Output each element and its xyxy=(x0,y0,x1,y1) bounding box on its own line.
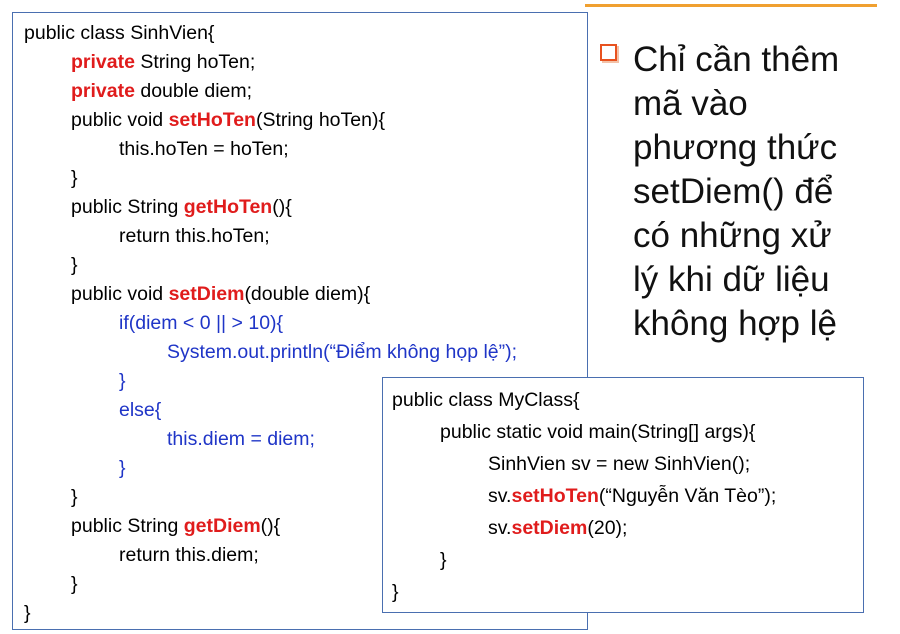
code-line: sv.setDiem(20); xyxy=(488,517,628,539)
code-line: if(diem < 0 || > 10){ xyxy=(119,312,284,334)
code-line: return this.hoTen; xyxy=(119,225,270,247)
code-line: public void setDiem(double diem){ xyxy=(71,283,371,305)
code-line: private double diem; xyxy=(71,80,253,102)
bullet-text: Chỉ cần thêm mã vào phương thức setDiem(… xyxy=(633,38,883,346)
square-bullet-icon xyxy=(600,44,617,61)
code-line: } xyxy=(71,573,78,595)
code-line: } xyxy=(24,602,31,624)
bullet-line: lý khi dữ liệu xyxy=(633,260,830,299)
code-line: public static void main(String[] args){ xyxy=(440,421,756,443)
code-line: SinhVien sv = new SinhVien(); xyxy=(488,453,751,475)
code-line: public class SinhVien{ xyxy=(24,22,215,44)
code-line: } xyxy=(71,167,78,189)
code-line: public class MyClass{ xyxy=(392,389,580,411)
sinhvien-code-box: public class SinhVien{ private String ho… xyxy=(12,12,588,630)
bullet-line: mã vào xyxy=(633,84,748,123)
code-line: } xyxy=(71,486,78,508)
code-line: this.diem = diem; xyxy=(167,428,315,450)
bullet-line: có những xử xyxy=(633,216,832,255)
code-line: this.hoTen = hoTen; xyxy=(119,138,289,160)
top-accent-rule xyxy=(585,4,877,7)
code-line: sv.setHoTen(“Nguyễn Văn Tèo”); xyxy=(488,485,777,507)
code-line: } xyxy=(71,254,78,276)
bullet-line: Chỉ cần thêm xyxy=(633,40,840,79)
code-line: return this.diem; xyxy=(119,544,259,566)
bullet-line: setDiem() để xyxy=(633,172,834,211)
myclass-code-box: public class MyClass{ public static void… xyxy=(382,377,864,613)
code-line: else{ xyxy=(119,399,162,421)
code-line: } xyxy=(440,549,447,571)
code-line: public String getDiem(){ xyxy=(71,515,281,537)
bullet-line: không hợp lệ xyxy=(633,304,837,343)
code-line: } xyxy=(119,457,126,479)
code-line: } xyxy=(119,370,126,392)
code-line: } xyxy=(392,581,399,603)
code-line: public String getHoTen(){ xyxy=(71,196,292,218)
code-line: private String hoTen; xyxy=(71,51,256,73)
code-line: System.out.println(“Điểm không họp lệ”); xyxy=(167,341,518,363)
code-line: public void setHoTen(String hoTen){ xyxy=(71,109,385,131)
bullet-line: phương thức xyxy=(633,128,838,167)
